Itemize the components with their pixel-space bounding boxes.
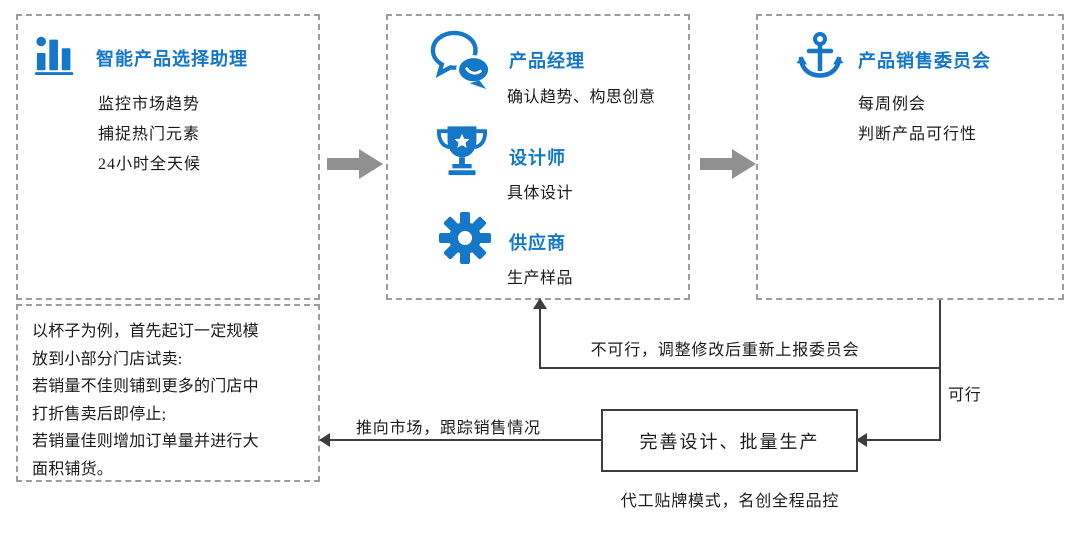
assistant-box: 智能产品选择助理 监控市场趋势 捕捉热门元素 24小时全天候 <box>16 14 320 300</box>
member-desc: 具体设计 <box>507 185 574 202</box>
member-title: 设计师 <box>509 148 566 168</box>
arrow-left-into-trial-icon <box>319 433 330 447</box>
trial-line: 若销量佳则增加订单量并进行大 <box>32 433 259 450</box>
block-arrow-right-icon <box>327 146 383 182</box>
not-feasible-label: 不可行，调整修改后重新上报委员会 <box>590 342 860 359</box>
feasible-label: 可行 <box>948 387 982 404</box>
trophy-icon <box>435 122 489 179</box>
member-title: 产品经理 <box>509 51 585 71</box>
committee-detail-list: 每周例会 判断产品可行性 <box>858 90 977 150</box>
member-title: 供应商 <box>509 233 566 253</box>
connector-feasible-vertical <box>939 300 941 441</box>
production-box: 完善设计、批量生产 <box>601 409 858 472</box>
trial-line: 放到小部分门店试卖: <box>32 350 183 368</box>
production-label: 完善设计、批量生产 <box>639 431 820 452</box>
connector-tomarket-horizontal <box>330 439 601 441</box>
member-desc: 生产样品 <box>507 270 574 287</box>
member-desc: 确认趋势、构思创意 <box>507 89 656 106</box>
connector-feasible-horizontal <box>866 439 941 441</box>
arrow-left-into-production-icon <box>856 433 867 447</box>
trial-box: 以杯子为例，首先起订一定规模 放到小部分门店试卖: 若销量不佳则铺到更多的门店中… <box>16 304 320 482</box>
trial-line: 面积铺货。 <box>32 460 114 478</box>
assistant-feature: 监控市场趋势 <box>98 96 201 113</box>
bar-chart-icon <box>32 30 82 76</box>
connector-notfeasible-horizontal <box>539 367 941 369</box>
anchor-icon <box>796 30 844 80</box>
trial-line: 若销量不佳则铺到更多的门店中 <box>32 378 259 395</box>
block-arrow-right-icon <box>700 146 756 182</box>
arrow-up-into-team-icon <box>533 298 547 309</box>
gear-icon <box>439 212 491 264</box>
trial-line: 打折售卖后即停止; <box>32 405 167 423</box>
chat-bubbles-icon <box>430 30 492 90</box>
committee-detail: 每周例会 <box>858 96 927 113</box>
production-caption: 代工贴牌模式，名创全程品控 <box>620 493 840 510</box>
committee-detail: 判断产品可行性 <box>858 126 978 143</box>
trial-line: 以杯子为例，首先起订一定规模 <box>32 323 259 340</box>
committee-box: 产品销售委员会 每周例会 判断产品可行性 <box>756 14 1064 300</box>
assistant-feature: 捕捉热门元素 <box>98 126 201 143</box>
team-box: 产品经理 确认趋势、构思创意 设计师 具体设计 <box>386 14 690 300</box>
to-market-label: 推向市场，跟踪销售情况 <box>356 420 541 437</box>
assistant-title: 智能产品选择助理 <box>96 49 248 69</box>
assistant-feature: 24小时全天候 <box>98 156 202 173</box>
assistant-feature-list: 监控市场趋势 捕捉热门元素 24小时全天候 <box>98 90 201 180</box>
committee-title: 产品销售委员会 <box>858 51 991 71</box>
connector-notfeasible-vertical <box>539 306 541 369</box>
